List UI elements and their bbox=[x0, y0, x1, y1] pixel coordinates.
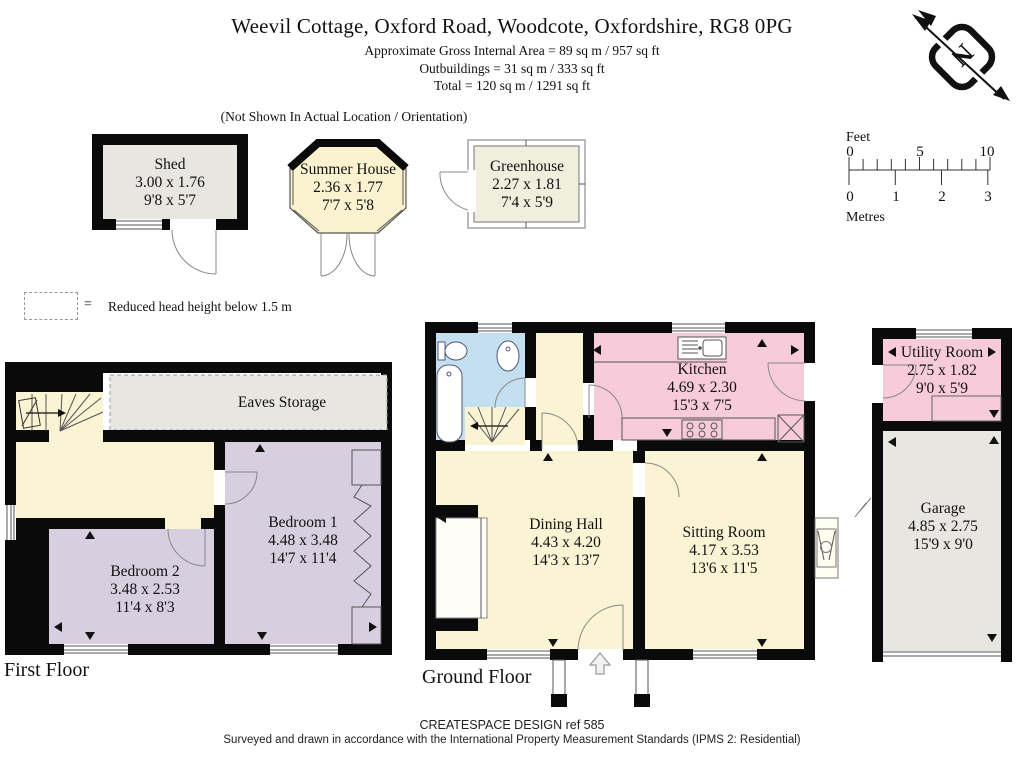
outbuildings-line: Outbuildings = 31 sq m / 333 sq ft bbox=[419, 61, 605, 76]
room-dims-metric: 3.48 x 2.53 bbox=[110, 581, 180, 598]
scale-metre-2: 2 bbox=[938, 189, 946, 205]
ground-floor-plan bbox=[425, 322, 872, 707]
room-name: Dining Hall bbox=[529, 516, 603, 533]
room-dims-metric: 4.43 x 4.20 bbox=[531, 534, 601, 551]
page-title: Weevil Cottage, Oxford Road, Woodcote, O… bbox=[231, 14, 793, 38]
room-name: Garage bbox=[920, 500, 966, 517]
room-dims-imperial: 15'9 x 9'0 bbox=[913, 536, 973, 553]
annexe-plan bbox=[872, 328, 1012, 662]
room-dims-metric: 3.00 x 1.76 bbox=[135, 174, 205, 191]
scale-feet-5: 5 bbox=[916, 144, 924, 160]
area-line: Approximate Gross Internal Area = 89 sq … bbox=[364, 43, 660, 58]
kitchen-label: Kitchen 4.69 x 2.30 15'3 x 7'5 bbox=[667, 361, 737, 415]
room-dims-imperial: 9'0 x 5'9 bbox=[915, 380, 969, 397]
scale-metres-label: Metres bbox=[846, 210, 885, 225]
room-dims-imperial: 7'4 x 5'9 bbox=[500, 194, 554, 211]
not-shown-note: (Not Shown In Actual Location / Orientat… bbox=[220, 109, 468, 124]
scale-feet-0: 0 bbox=[846, 144, 854, 160]
scale-metre-3: 3 bbox=[984, 189, 992, 205]
greenhouse-plan bbox=[439, 139, 586, 229]
room-dims-metric: 2.75 x 1.82 bbox=[907, 362, 977, 379]
room-name: Bedroom 2 bbox=[110, 563, 180, 580]
room-dims-imperial: 15'3 x 7'5 bbox=[672, 397, 732, 414]
total-line: Total = 120 sq m / 1291 sq ft bbox=[434, 78, 590, 93]
dining-hall-label: Dining Hall 4.43 x 4.20 14'3 x 13'7 bbox=[529, 516, 603, 570]
room-dims-metric: 4.48 x 3.48 bbox=[268, 532, 338, 549]
room-dims-imperial: 7'7 x 5'8 bbox=[321, 197, 375, 214]
summer-house-plan bbox=[287, 139, 409, 277]
designer-credit: CREATESPACE DESIGN ref 585 bbox=[419, 718, 605, 732]
greenhouse-label: Greenhouse 2.27 x 1.81 7'4 x 5'9 bbox=[490, 158, 564, 212]
room-dims-imperial: 11'4 x 8'3 bbox=[115, 599, 175, 616]
room-name: Kitchen bbox=[677, 361, 727, 378]
room-dims-metric: 4.69 x 2.30 bbox=[667, 379, 737, 396]
first-floor-label: First Floor bbox=[4, 659, 90, 681]
bedroom2-label: Bedroom 2 3.48 x 2.53 11'4 x 8'3 bbox=[110, 563, 180, 617]
room-dims-metric: 2.36 x 1.77 bbox=[313, 179, 383, 196]
eaves-storage-label: Eaves Storage bbox=[238, 394, 326, 412]
legend-text: Reduced head height below 1.5 m bbox=[108, 299, 292, 314]
reduced-head-height-swatch bbox=[24, 292, 78, 320]
shed-plan bbox=[92, 134, 248, 275]
room-dims-metric: 2.27 x 1.81 bbox=[492, 176, 562, 193]
legend-equals: = bbox=[84, 297, 92, 312]
room-name: Shed bbox=[154, 156, 186, 173]
room-dims-imperial: 13'6 x 11'5 bbox=[690, 560, 758, 577]
room-name: Bedroom 1 bbox=[268, 514, 338, 531]
room-dims-imperial: 14'3 x 13'7 bbox=[532, 552, 600, 569]
scale-bar-ruler bbox=[848, 157, 991, 185]
utility-room-label: Utility Room 2.75 x 1.82 9'0 x 5'9 bbox=[901, 344, 983, 398]
room-name: Eaves Storage bbox=[237, 394, 327, 411]
scale-feet-label: Feet bbox=[846, 130, 871, 145]
garage-label: Garage 4.85 x 2.75 15'9 x 9'0 bbox=[908, 500, 978, 554]
room-dims-metric: 4.17 x 3.53 bbox=[689, 542, 759, 559]
room-name: Greenhouse bbox=[489, 158, 565, 175]
room-dims-metric: 4.85 x 2.75 bbox=[908, 518, 978, 535]
scale-feet-10: 10 bbox=[979, 144, 995, 160]
scale-metre-1: 1 bbox=[892, 189, 900, 205]
room-name: Utility Room bbox=[900, 344, 984, 361]
room-name: Summer House bbox=[299, 161, 397, 178]
room-name: Sitting Room bbox=[682, 524, 766, 541]
survey-disclaimer: Surveyed and drawn in accordance with th… bbox=[223, 734, 801, 746]
room-dims-imperial: 14'7 x 11'4 bbox=[269, 550, 337, 567]
room-dims-imperial: 9'8 x 5'7 bbox=[143, 192, 197, 209]
summer-house-label: Summer House 2.36 x 1.77 7'7 x 5'8 bbox=[300, 161, 396, 215]
north-arrow-icon bbox=[911, 10, 1010, 103]
shed-label: Shed 3.00 x 1.76 9'8 x 5'7 bbox=[135, 156, 205, 210]
ground-floor-label: Ground Floor bbox=[422, 666, 532, 688]
sitting-room-label: Sitting Room 4.17 x 3.53 13'6 x 11'5 bbox=[682, 524, 765, 578]
first-floor-plan bbox=[5, 362, 392, 655]
scale-metre-0: 0 bbox=[846, 189, 854, 205]
bedroom1-label: Bedroom 1 4.48 x 3.48 14'7 x 11'4 bbox=[268, 514, 338, 568]
